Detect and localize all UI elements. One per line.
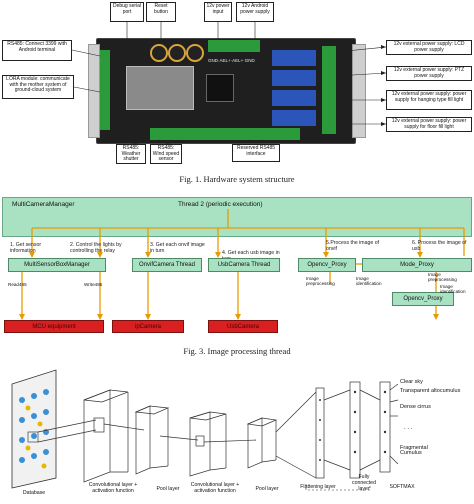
relay-2 [272, 70, 316, 86]
label-ptz-power: 12v external power supply: PTZ power sup… [386, 66, 472, 81]
module-usbcamera-thread: UsbCamera Thread [208, 258, 280, 272]
terminal-block-left [100, 50, 110, 130]
label-12v-android-supply: 12v Android power supply [236, 2, 274, 22]
layer-conv-1: Convolutional layer + activation functio… [88, 482, 138, 494]
relay-1 [272, 50, 316, 66]
device-mcu: MCU equipment [4, 320, 104, 333]
label-read485: Read485 [8, 282, 27, 287]
module-multisensorbox: MultiSensorBoxManager [8, 258, 106, 272]
step-5: 5.Process the image of onvif [326, 240, 380, 252]
fig3-caption: Fig. 3. Image processing thread [183, 346, 291, 356]
cnn-diagram [11, 369, 399, 491]
label-reserved-rs485: Reserved RS485 interface [232, 144, 280, 162]
board-silkscreen: GND·AEL+·AEL+·GND [208, 58, 255, 63]
label-floor-fill-light: 12v external power supply: power supply … [386, 117, 472, 132]
capacitor-1 [150, 44, 168, 62]
label-weather-shutter: RS485: Weather shutter [116, 144, 146, 164]
device-usbcamera: UsbCamera [208, 320, 278, 333]
terminal-block-top [208, 40, 260, 52]
terminal-block-bottom [150, 128, 300, 140]
label-lcd-power: 12v external power supply: LCD power sup… [386, 40, 472, 55]
layer-conv-2: Convolutional layer + activation functio… [190, 482, 240, 494]
terminal-block-right [322, 46, 336, 134]
layer-database: Database [22, 490, 46, 496]
label-img-id-2: Image identification [440, 284, 466, 295]
layer-softmax: SOFTMAX [389, 484, 415, 490]
mcu-chip [206, 74, 234, 102]
class-fragmental-cumulus: Fragmental Cumulus [400, 445, 428, 457]
class-dots: . . . [404, 425, 413, 431]
module-mode-proxy: Mode_Proxy [362, 258, 472, 272]
label-debug-serial-port: Debug serial port [110, 2, 144, 22]
label-img-id-1: Image identification [356, 276, 382, 287]
class-clear-sky: Clear sky [400, 379, 423, 385]
board-mount-right [352, 44, 366, 138]
module-opencv-proxy-2: Opencv_Proxy [392, 292, 454, 306]
module-onvifcamera-thread: OnvifCamera Thread [132, 258, 202, 272]
relay-3 [272, 90, 316, 106]
fig1-leader-lines [71, 22, 387, 145]
capacitor-2 [168, 44, 186, 62]
step-6: 6. Process the image of usb [412, 240, 467, 252]
step-3: 3. Get each onvif image in turn [150, 242, 205, 254]
label-write485: Write485 [84, 282, 103, 287]
class-transparent-altocumulus: Transparent altocumulus [400, 388, 461, 394]
label-reset-button: Reset button [146, 2, 176, 22]
label-wind-speed-sensor: RS485: Wind speed sensor [150, 144, 182, 164]
step-2: 2. Control the lights by controlling the… [70, 242, 122, 254]
layer-flattening: Flattening layer [300, 484, 336, 490]
label-img-pre-2: Image preprocessing [428, 272, 457, 283]
layer-pool-1: Pool layer [156, 486, 180, 492]
step-1: 1. Get sensor information [10, 242, 42, 254]
module-opencv-proxy-1: Opencv_Proxy [298, 258, 356, 272]
capacitor-3 [186, 44, 204, 62]
chip-module [126, 66, 194, 110]
thread-title: Thread 2 (periodic execution) [178, 201, 263, 208]
label-img-pre-1: Image preprocessing [306, 276, 335, 287]
fig1-caption: Fig. 1. Hardware system structure [179, 174, 295, 184]
manager-bar [2, 197, 472, 237]
layer-fully-connected: Fully connected layer [352, 474, 376, 492]
layer-pool-2: Pool layer [255, 486, 279, 492]
relay-4 [272, 110, 316, 126]
manager-title: MultiCameraManager [12, 201, 75, 208]
label-12v-power-input: 12v power input [204, 2, 232, 22]
label-rs485-android: RS485: Connect 3399 with Android termina… [2, 40, 72, 61]
label-lora-module: LORA module: communicate with the mother… [2, 75, 74, 99]
class-dense-cirrus: Dense cirrus [400, 404, 431, 410]
device-ipcamera: ipCamera [112, 320, 184, 333]
label-hanging-fill-light: 12v external power supply: power supply … [386, 90, 472, 110]
database-panel [11, 369, 57, 489]
